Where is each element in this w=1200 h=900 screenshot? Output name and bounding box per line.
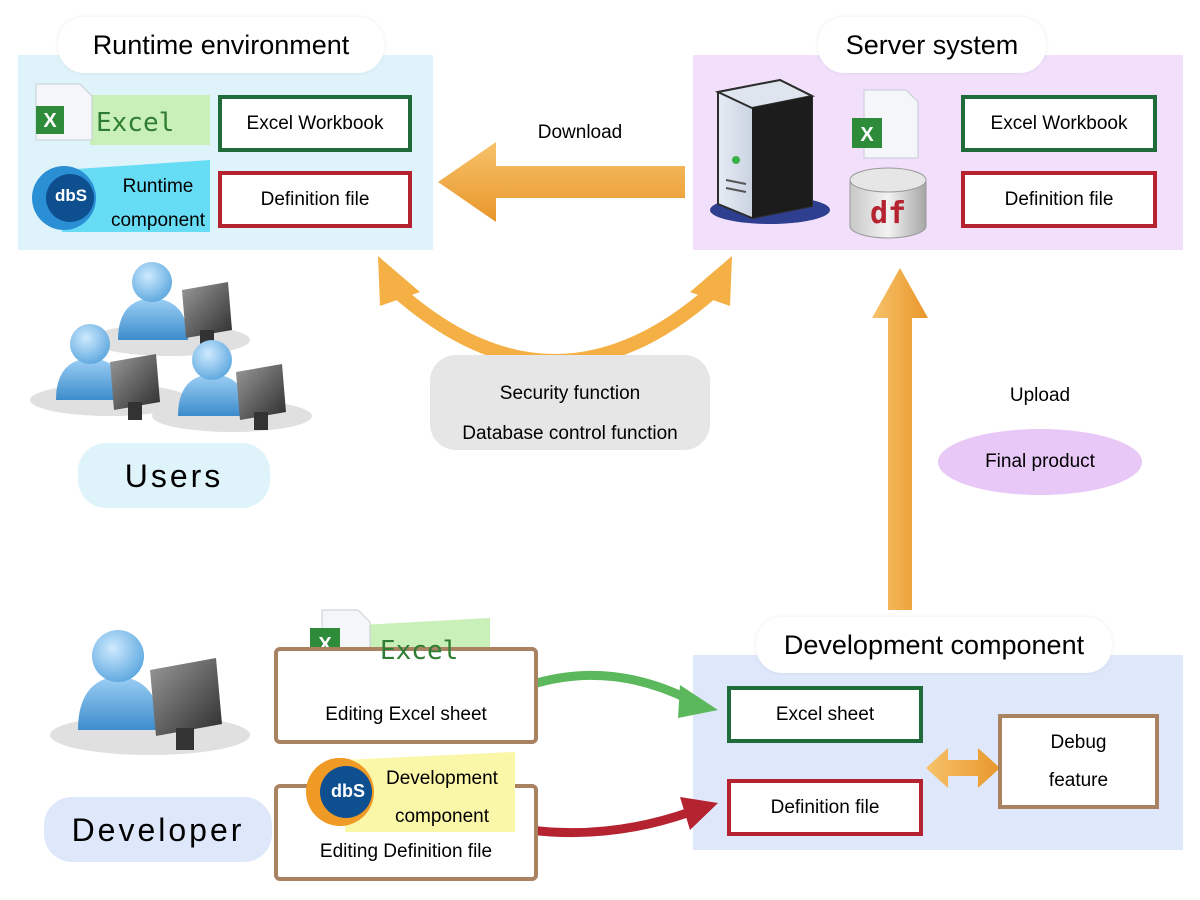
- svg-text:X: X: [860, 124, 874, 146]
- svg-text:X: X: [43, 110, 57, 132]
- excel-file-icon: X: [35, 83, 93, 141]
- developer-label: Developer: [71, 812, 245, 848]
- users-pill: [78, 443, 270, 508]
- server-title: Server system: [818, 17, 1046, 73]
- dev-definition-box: Definition file: [727, 779, 923, 836]
- runtime-component-label: Runtime component: [106, 170, 210, 238]
- upload-arrow: [872, 268, 928, 610]
- download-arrow: [438, 142, 685, 222]
- dev-excel-label: Excel: [380, 636, 459, 666]
- editing-excel-sheet-box: Editing Excel sheet: [274, 647, 538, 744]
- dev-component-label: Development component: [368, 760, 516, 836]
- dbs-logo-text: dbS: [331, 781, 365, 801]
- users-label: Users: [124, 458, 224, 494]
- functions-box: [430, 355, 710, 450]
- debug-feature-box: Debug feature: [998, 714, 1159, 809]
- server-tower-icon: [710, 78, 830, 224]
- dev-component-title: Development component: [756, 617, 1112, 673]
- database-icon: [849, 167, 927, 239]
- runtime-component-line2: component: [110, 210, 205, 231]
- runtime-title: Runtime environment: [58, 17, 384, 73]
- excel-file-icon: X: [852, 89, 919, 159]
- sync-arrow-head-left: [378, 256, 420, 306]
- upload-label: Upload: [1009, 385, 1071, 406]
- runtime-excel-label-bg: [90, 95, 210, 145]
- editing-excel-sheet-label: Editing Excel sheet: [325, 704, 487, 725]
- debug-feature-line1: Debug: [1050, 731, 1107, 753]
- excel-flow-arrow: [528, 670, 693, 705]
- security-function-label: Security function: [499, 383, 641, 404]
- download-label: Download: [537, 122, 623, 143]
- dbs-logo-icon: [32, 166, 96, 230]
- user-icon: [152, 340, 312, 432]
- runtime-component-line1: Runtime: [122, 176, 194, 197]
- developer-pill: [44, 797, 272, 862]
- definition-flow-arrow: [529, 807, 692, 838]
- server-workbook-box: Excel Workbook: [961, 95, 1157, 152]
- functions-text: Security function Database control funct…: [430, 374, 710, 454]
- user-icon: [30, 324, 190, 420]
- runtime-workbook-box: Excel Workbook: [218, 95, 412, 152]
- dev-component-line1: Development: [386, 768, 498, 789]
- debug-double-arrow: [926, 748, 1000, 788]
- sync-arrow-head-right: [690, 256, 732, 306]
- debug-feature-line2: feature: [1048, 769, 1109, 791]
- user-icon: [90, 262, 250, 356]
- dev-component-line2: component: [394, 806, 489, 827]
- runtime-excel-label: Excel: [96, 108, 175, 138]
- database-label: df: [869, 196, 907, 231]
- server-definition-box: Definition file: [961, 171, 1157, 228]
- developer-icon: [50, 630, 250, 755]
- final-product-ellipse: [938, 429, 1142, 495]
- dev-excel-sheet-box: Excel sheet: [727, 686, 923, 743]
- runtime-component-label-bg: [62, 160, 210, 232]
- runtime-definition-box: Definition file: [218, 171, 412, 228]
- sync-arrow-curve: [393, 286, 717, 368]
- final-product-label: Final product: [985, 451, 1095, 472]
- editing-definition-file-label: Editing Definition file: [319, 841, 493, 862]
- dbs-logo-text: dbS: [54, 186, 88, 205]
- dev-logo-overlay: [306, 752, 515, 832]
- database-control-function-label: Database control function: [462, 423, 678, 444]
